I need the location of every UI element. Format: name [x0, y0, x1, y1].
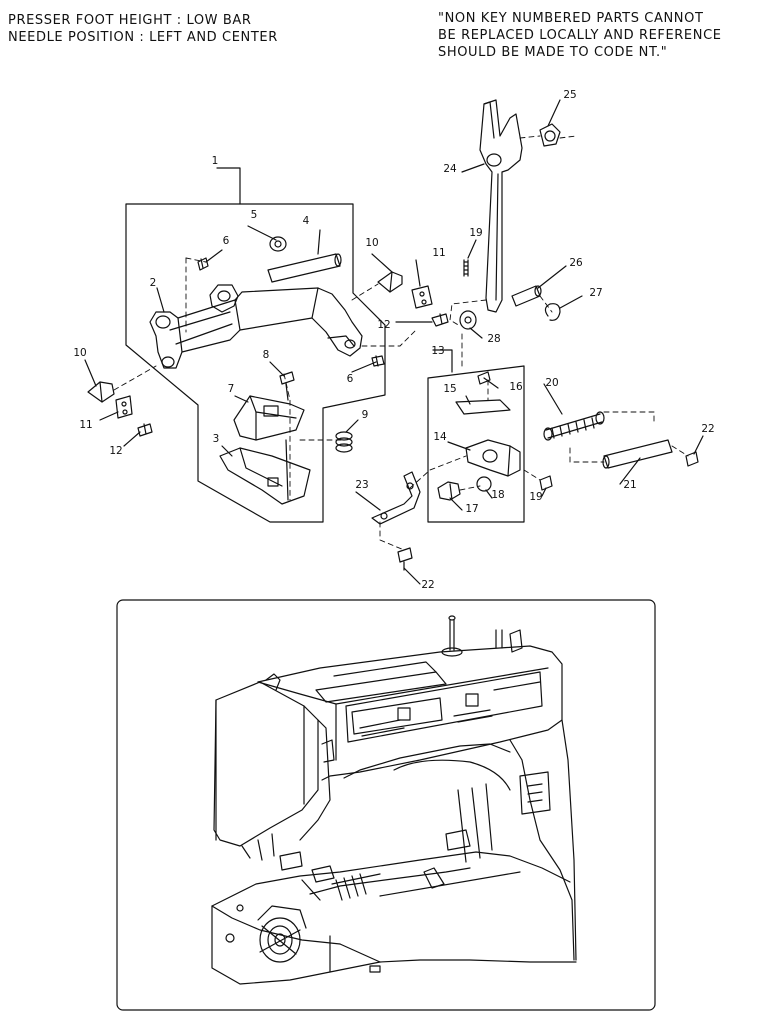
assembly-1-outline — [125, 203, 386, 523]
callout-18: 18 — [491, 489, 504, 501]
callout-19-upper: 19 — [469, 227, 482, 239]
callout-7: 7 — [228, 383, 235, 395]
presser-foot-height-text: PRESSER FOOT HEIGHT : LOW BAR — [8, 13, 252, 28]
part-17-screw — [437, 481, 461, 501]
part-23-bracket — [371, 471, 421, 525]
part-28-collar — [459, 310, 477, 330]
part-21-rod — [602, 439, 673, 469]
part-3-presser-foot — [219, 439, 311, 505]
part-20-spring — [543, 411, 605, 441]
part-12-screw-right — [431, 313, 449, 327]
callout-9: 9 — [362, 409, 369, 421]
callout-23: 23 — [355, 479, 368, 491]
callout-22-lower: 22 — [421, 579, 434, 591]
header-right-note: "NON KEY NUMBERED PARTS CANNOT BE REPLAC… — [438, 10, 722, 61]
callout-1: 1 — [212, 155, 219, 167]
part-4-shaft — [267, 229, 342, 283]
part-10-cap-left — [87, 381, 115, 403]
part-11-plate-right — [411, 285, 433, 309]
bobbin-hook — [257, 905, 307, 963]
note-line-2: BE REPLACED LOCALLY AND REFERENCE — [438, 28, 722, 43]
callout-6-upper: 6 — [223, 235, 230, 247]
part-15-plate — [455, 399, 511, 415]
callout-12-left: 12 — [109, 445, 122, 457]
note-line-1: "NON KEY NUMBERED PARTS CANNOT — [438, 11, 704, 26]
header-left: PRESSER FOOT HEIGHT : LOW BAR NEEDLE POS… — [8, 12, 278, 46]
part-27-clip — [544, 303, 561, 321]
callout-3: 3 — [213, 433, 220, 445]
part-5-ring — [269, 236, 287, 252]
leader-1 — [216, 167, 241, 205]
callout-16: 16 — [509, 381, 523, 393]
note-line-3: SHOULD BE MADE TO CODE NT." — [438, 45, 668, 60]
part-2-lifter-frame — [149, 284, 363, 369]
part-19-spring-lower — [539, 475, 553, 491]
part-8-screw — [279, 371, 295, 401]
part-12-screw-left — [137, 423, 153, 437]
part-11-plate-left — [115, 395, 133, 419]
callout-numbers: 1 2 3 4 5 6 6 7 8 9 10 10 11 11 12 12 13… — [73, 89, 714, 591]
assembly-13-outline — [427, 365, 525, 523]
callout-11-right: 11 — [432, 247, 445, 259]
part-10-cap-right — [377, 271, 403, 293]
leader-13 — [432, 349, 453, 373]
part-6-screw-upper — [197, 257, 209, 271]
callout-27: 27 — [589, 287, 602, 299]
callout-28: 28 — [487, 333, 500, 345]
callout-21: 21 — [623, 479, 636, 491]
callout-4: 4 — [303, 215, 310, 227]
callout-26: 26 — [569, 257, 583, 269]
part-7-foot-holder — [233, 395, 305, 441]
callout-15: 15 — [443, 383, 456, 395]
part-22-screw-lower — [397, 547, 413, 571]
machine-inset-frame — [116, 599, 656, 1011]
part-22-screw-right — [685, 451, 699, 467]
callout-8: 8 — [263, 349, 270, 361]
part-16-screw — [477, 371, 491, 385]
callout-14: 14 — [433, 431, 447, 443]
callout-22-right: 22 — [701, 423, 714, 435]
part-14-block — [465, 439, 521, 477]
callout-12-right: 12 — [377, 319, 390, 331]
spool-pin — [449, 619, 455, 651]
pattern-selector-panel — [351, 697, 443, 735]
callout-25: 25 — [563, 89, 576, 101]
callout-20: 20 — [545, 377, 558, 389]
callout-10-left: 10 — [73, 347, 86, 359]
part-25-nut — [539, 123, 561, 147]
part-24-lever — [479, 99, 523, 313]
bobbin-winder — [495, 629, 503, 649]
callout-13: 13 — [431, 345, 444, 357]
part-9-spring — [335, 431, 353, 453]
callout-2: 2 — [150, 277, 157, 289]
needle-position-text: NEEDLE POSITION : LEFT AND CENTER — [8, 30, 278, 45]
callout-6-lower: 6 — [347, 373, 354, 385]
part-26-pin — [511, 285, 542, 307]
callout-17: 17 — [465, 503, 478, 515]
part-19-spring-upper — [463, 259, 469, 277]
callout-5: 5 — [251, 209, 258, 221]
part-6-screw-lower — [371, 355, 385, 367]
callout-24: 24 — [443, 163, 457, 175]
callout-10-right: 10 — [365, 237, 378, 249]
part-18-collar — [476, 476, 492, 492]
sewing-machine-illustration — [211, 615, 577, 985]
callout-11-left: 11 — [79, 419, 92, 431]
callout-19-lower: 19 — [529, 491, 542, 503]
